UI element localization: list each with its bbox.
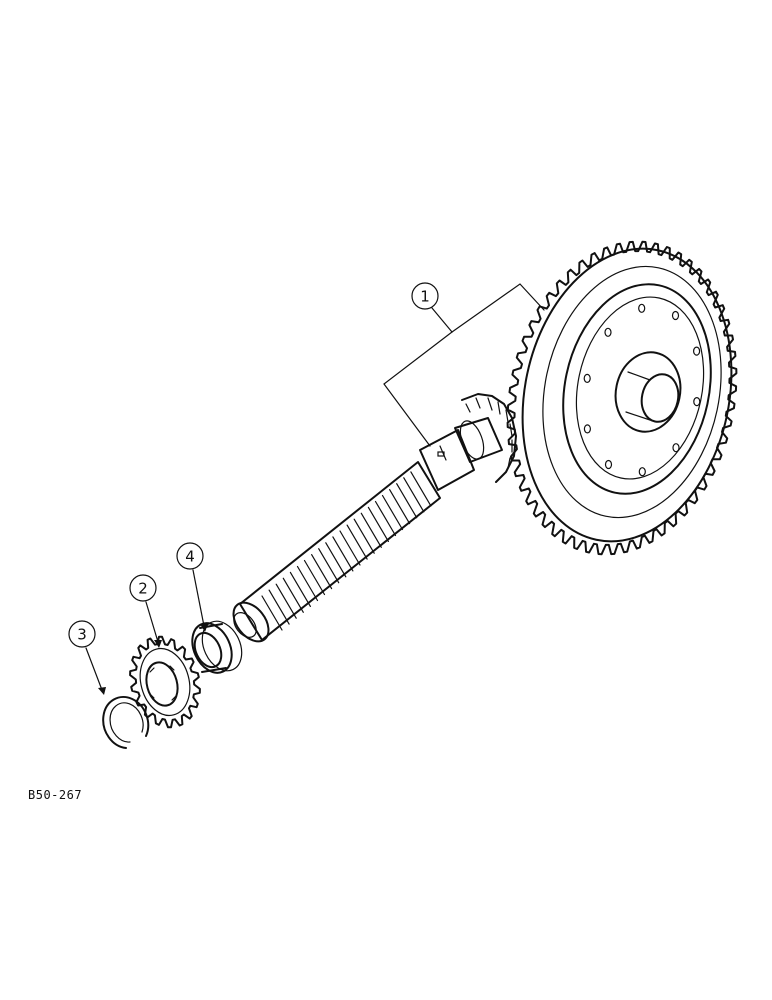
spline-groove bbox=[367, 506, 389, 543]
spline-groove bbox=[389, 489, 411, 525]
bolt-hole bbox=[692, 346, 701, 356]
callout-4: 4 bbox=[176, 542, 204, 570]
spline-groove bbox=[374, 500, 397, 537]
callout-3-label: 3 bbox=[77, 626, 87, 644]
bolt-hole bbox=[638, 303, 646, 313]
ring-gear bbox=[506, 240, 738, 556]
callout-3: 3 bbox=[68, 620, 96, 648]
bolt-hole bbox=[672, 443, 680, 453]
leader-lines bbox=[85, 283, 545, 695]
spline-groove bbox=[275, 583, 297, 619]
spline-groove bbox=[332, 536, 354, 572]
bolt-hole bbox=[693, 397, 701, 407]
spline-groove bbox=[346, 524, 368, 560]
spline-groove bbox=[396, 483, 418, 519]
bolt-hole bbox=[671, 310, 680, 321]
small-gear bbox=[129, 635, 201, 729]
callout-2: 2 bbox=[129, 574, 157, 602]
spline-groove bbox=[353, 518, 375, 554]
bolt-hole bbox=[583, 424, 592, 434]
spline-groove bbox=[303, 559, 326, 596]
spline-groove bbox=[289, 571, 311, 608]
pinion-shaft bbox=[232, 393, 517, 643]
spline-groove bbox=[261, 595, 283, 631]
callout-2-label: 2 bbox=[138, 580, 148, 598]
spline-groove bbox=[296, 565, 319, 602]
bolt-hole bbox=[583, 373, 591, 383]
spline-groove bbox=[268, 589, 290, 625]
callout-1: 1 bbox=[411, 282, 439, 310]
figure-code: B50-267 bbox=[28, 788, 83, 802]
spline-groove bbox=[318, 548, 340, 584]
spline-groove bbox=[339, 530, 361, 566]
snap-ring bbox=[102, 695, 150, 749]
bolt-hole bbox=[604, 459, 613, 470]
spline-groove bbox=[282, 577, 304, 613]
spline-groove bbox=[381, 494, 404, 531]
bolt-hole bbox=[638, 467, 646, 477]
spline-groove bbox=[311, 553, 333, 590]
spline-groove bbox=[403, 477, 425, 513]
callout-1-label: 1 bbox=[420, 288, 430, 306]
bolt-hole bbox=[604, 327, 612, 337]
bushing bbox=[191, 620, 243, 674]
spline-groove bbox=[410, 471, 432, 507]
spline-groove bbox=[360, 512, 382, 548]
spline-groove bbox=[325, 542, 347, 578]
callout-4-label: 4 bbox=[185, 548, 195, 566]
